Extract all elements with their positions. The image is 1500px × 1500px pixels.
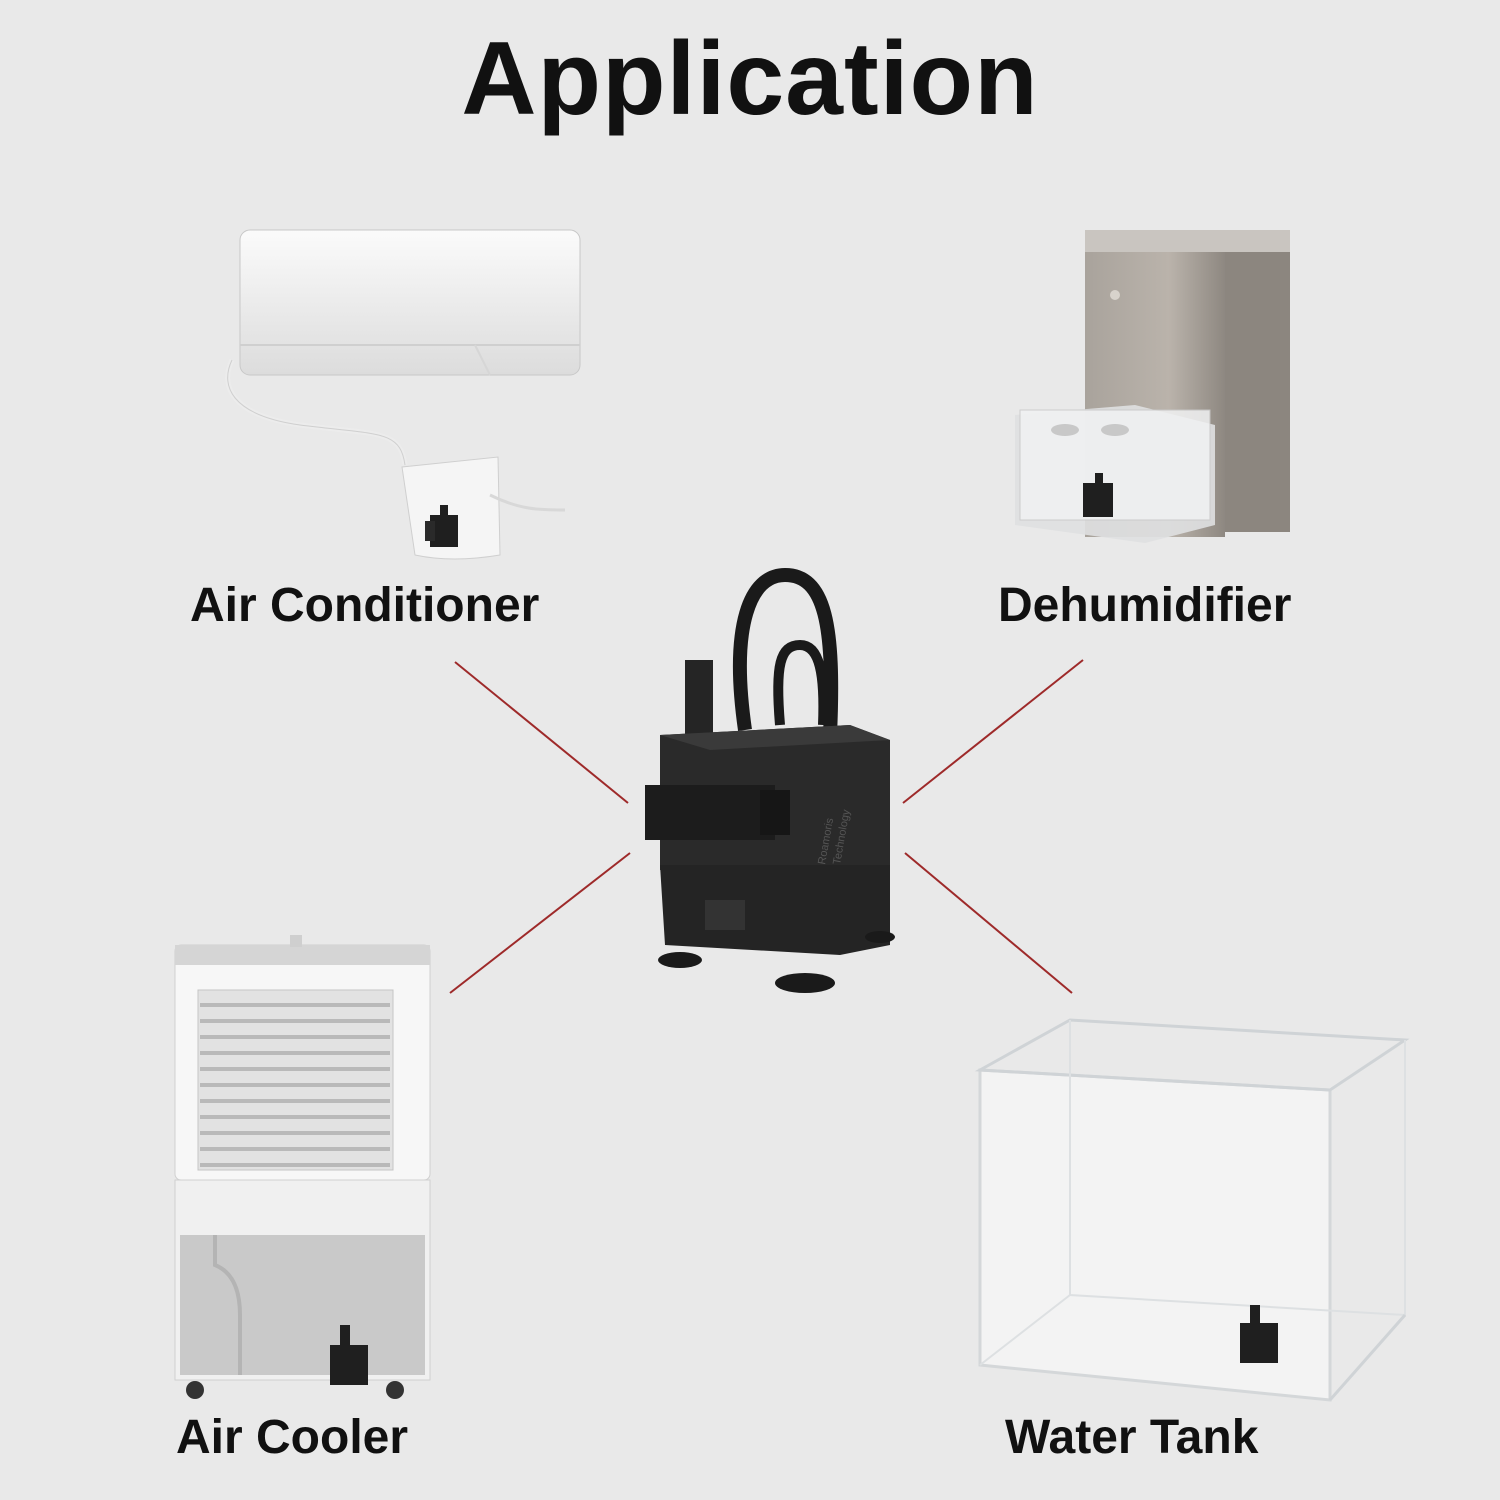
connector-line-top-left: [454, 661, 629, 804]
air-conditioner-illustration: [225, 229, 581, 560]
connector-line-bottom-left: [449, 852, 631, 994]
connector-line-top-right: [902, 659, 1084, 804]
water-tank-illustration: [974, 1018, 1410, 1402]
label-dehumidifier: Dehumidifier: [998, 579, 1292, 632]
label-air-cooler: Air Cooler: [176, 1411, 409, 1464]
label-water-tank: Water Tank: [1005, 1411, 1259, 1464]
connector-line-bottom-right: [904, 852, 1073, 994]
dehumidifier-illustration: [1015, 230, 1290, 543]
page-title: Application: [461, 21, 1039, 137]
pump-illustration: Roamoris Technology: [645, 567, 895, 993]
label-air-conditioner: Air Conditioner: [190, 579, 540, 632]
air-cooler-illustration: [174, 935, 431, 1399]
